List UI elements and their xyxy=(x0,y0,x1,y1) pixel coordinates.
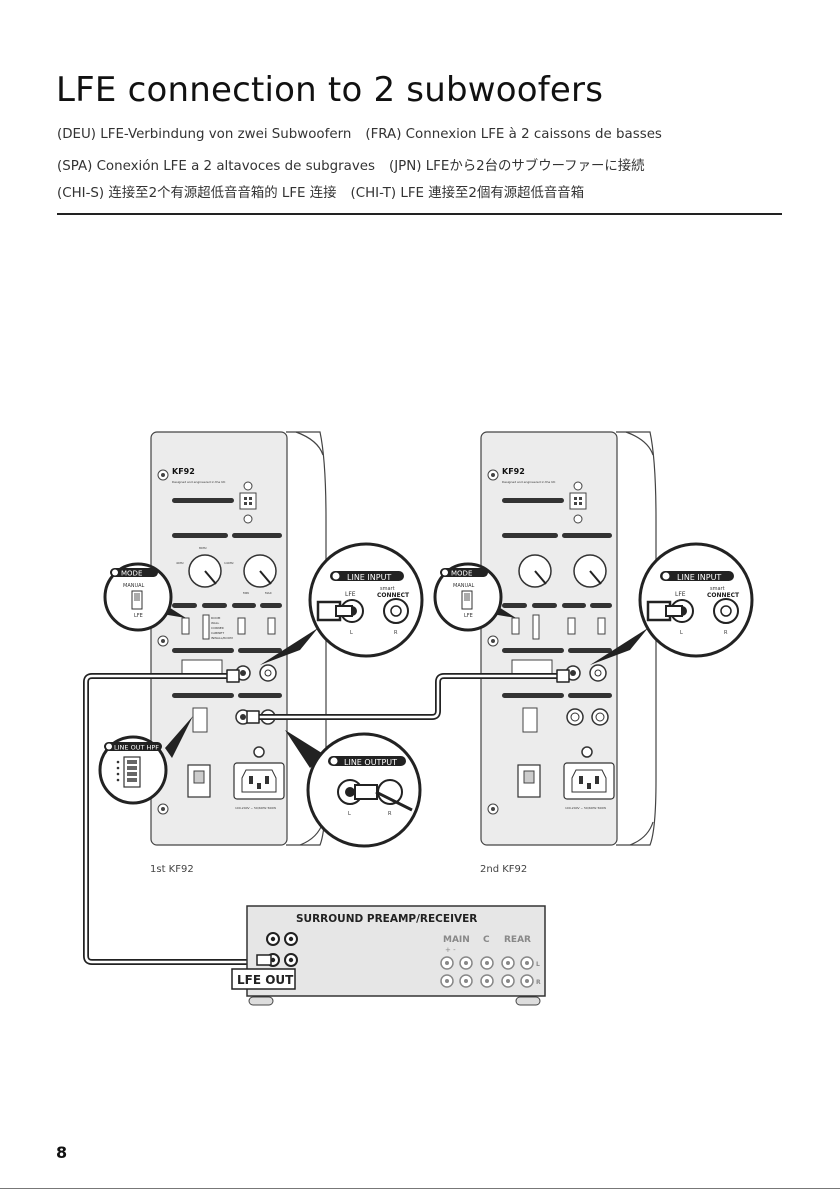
svg-text:MAIN: MAIN xyxy=(443,935,470,945)
svg-text:R: R xyxy=(394,630,398,636)
translation-chi-s: (CHI-S) 连接至2个有源超低音音箱的 LFE 连接 xyxy=(57,186,337,201)
svg-text:LFE: LFE xyxy=(675,591,686,598)
svg-text:C: C xyxy=(483,935,490,945)
tagline: Designed and engineered in the UK xyxy=(502,480,556,484)
translation-chi-t: (CHI-T) LFE 連接至2個有源超低音音箱 xyxy=(350,186,585,201)
page-number: 8 xyxy=(56,1143,68,1162)
svg-text:R: R xyxy=(536,979,541,986)
translation-line-2: (SPA) Conexión LFE a 2 altavoces de subg… xyxy=(57,154,645,174)
line-out-hpf-callout: LINE OUT HPF xyxy=(98,716,193,805)
cables xyxy=(83,669,570,965)
translation-deu: (DEU) LFE-Verbindung von zwei Subwoofern xyxy=(57,127,352,142)
svg-text:MODE: MODE xyxy=(451,570,472,578)
svg-text:LFE: LFE xyxy=(134,613,143,619)
model-label: KF92 xyxy=(502,467,525,476)
svg-text:CORNER: CORNER xyxy=(211,626,224,630)
svg-text:LFE: LFE xyxy=(464,613,473,619)
svg-text:WALL: WALL xyxy=(211,621,220,625)
line-output-callout: LINE OUTPUT L R xyxy=(285,730,422,848)
svg-text:40Hz: 40Hz xyxy=(176,561,184,565)
svg-text:smart: smart xyxy=(710,586,725,592)
svg-text:MIN: MIN xyxy=(243,591,249,595)
page-title: LFE connection to 2 subwoofers xyxy=(56,70,604,110)
svg-text:L: L xyxy=(680,630,683,636)
svg-text:ROOM: ROOM xyxy=(211,616,221,620)
subwoofer-1: KF92 Designed and engineered in the UK 8… xyxy=(150,431,327,875)
svg-text:LFE: LFE xyxy=(345,591,356,598)
mode-callout-1: MODE MANUAL LFE xyxy=(103,562,186,632)
svg-text:CABINET: CABINET xyxy=(211,631,224,635)
translation-spa: (SPA) Conexión LFE a 2 altavoces de subg… xyxy=(57,159,375,174)
model-label: KF92 xyxy=(172,467,195,476)
svg-text:R: R xyxy=(388,811,392,817)
line-input-callout-2: LINE INPUT LFE smart CONNECT L R xyxy=(590,542,754,665)
svg-text:100-240V ~ 50/60Hz 500W: 100-240V ~ 50/60Hz 500W xyxy=(235,806,276,810)
caption-first-sub: 1st KF92 xyxy=(150,864,194,875)
svg-text:+ -: + - xyxy=(445,946,456,954)
svg-text:L: L xyxy=(350,630,353,636)
svg-text:L: L xyxy=(536,961,540,968)
mode-callout-2: MODE MANUAL LFE xyxy=(433,562,516,632)
svg-text:MODE: MODE xyxy=(121,570,142,578)
svg-text:INWALL/ROOM: INWALL/ROOM xyxy=(211,636,233,640)
caption-second-sub: 2nd KF92 xyxy=(480,864,527,875)
svg-text:LINE INPUT: LINE INPUT xyxy=(677,573,721,582)
surround-receiver: SURROUND PREAMP/RECEIVER MAIN + - C REAR… xyxy=(231,905,546,1006)
svg-text:100-240V ~ 50/60Hz 500W: 100-240V ~ 50/60Hz 500W xyxy=(565,806,606,810)
svg-text:LINE OUTPUT: LINE OUTPUT xyxy=(344,758,397,767)
translation-line-1: (DEU) LFE-Verbindung von zwei Subwoofern… xyxy=(57,127,662,142)
receiver-title: SURROUND PREAMP/RECEIVER xyxy=(296,913,477,925)
svg-text:CONNECT: CONNECT xyxy=(377,592,410,599)
footer-divider xyxy=(0,1188,840,1189)
line-input-callout-1: LINE INPUT LFE smart CONNECT L R xyxy=(260,542,424,665)
svg-text:R: R xyxy=(724,630,728,636)
svg-text:80Hz: 80Hz xyxy=(199,546,207,550)
lfe-out-label-box xyxy=(231,968,296,990)
svg-text:LINE OUT HPF: LINE OUT HPF xyxy=(114,744,159,752)
svg-text:MAX: MAX xyxy=(265,591,272,595)
svg-text:140Hz: 140Hz xyxy=(224,561,234,565)
header-divider xyxy=(57,213,782,215)
svg-text:CONNECT: CONNECT xyxy=(707,592,740,599)
svg-text:L: L xyxy=(348,811,351,817)
subwoofer-2: KF92 Designed and engineered in the UK xyxy=(480,431,657,875)
svg-text:smart: smart xyxy=(380,586,395,592)
svg-text:LINE INPUT: LINE INPUT xyxy=(347,573,391,582)
translation-jpn: (JPN) LFEから2台のサブウーファーに接続 xyxy=(388,159,645,174)
svg-text:MANUAL: MANUAL xyxy=(123,583,145,589)
svg-text:MANUAL: MANUAL xyxy=(453,583,475,589)
translation-line-3: (CHI-S) 连接至2个有源超低音音箱的 LFE 连接 (CHI-T) LFE … xyxy=(57,181,584,201)
svg-text:REAR: REAR xyxy=(504,935,531,945)
translation-fra: (FRA) Connexion LFE à 2 caissons de bass… xyxy=(365,127,662,142)
lfe-out-label: LFE OUT xyxy=(237,973,294,987)
tagline: Designed and engineered in the UK xyxy=(172,480,226,484)
